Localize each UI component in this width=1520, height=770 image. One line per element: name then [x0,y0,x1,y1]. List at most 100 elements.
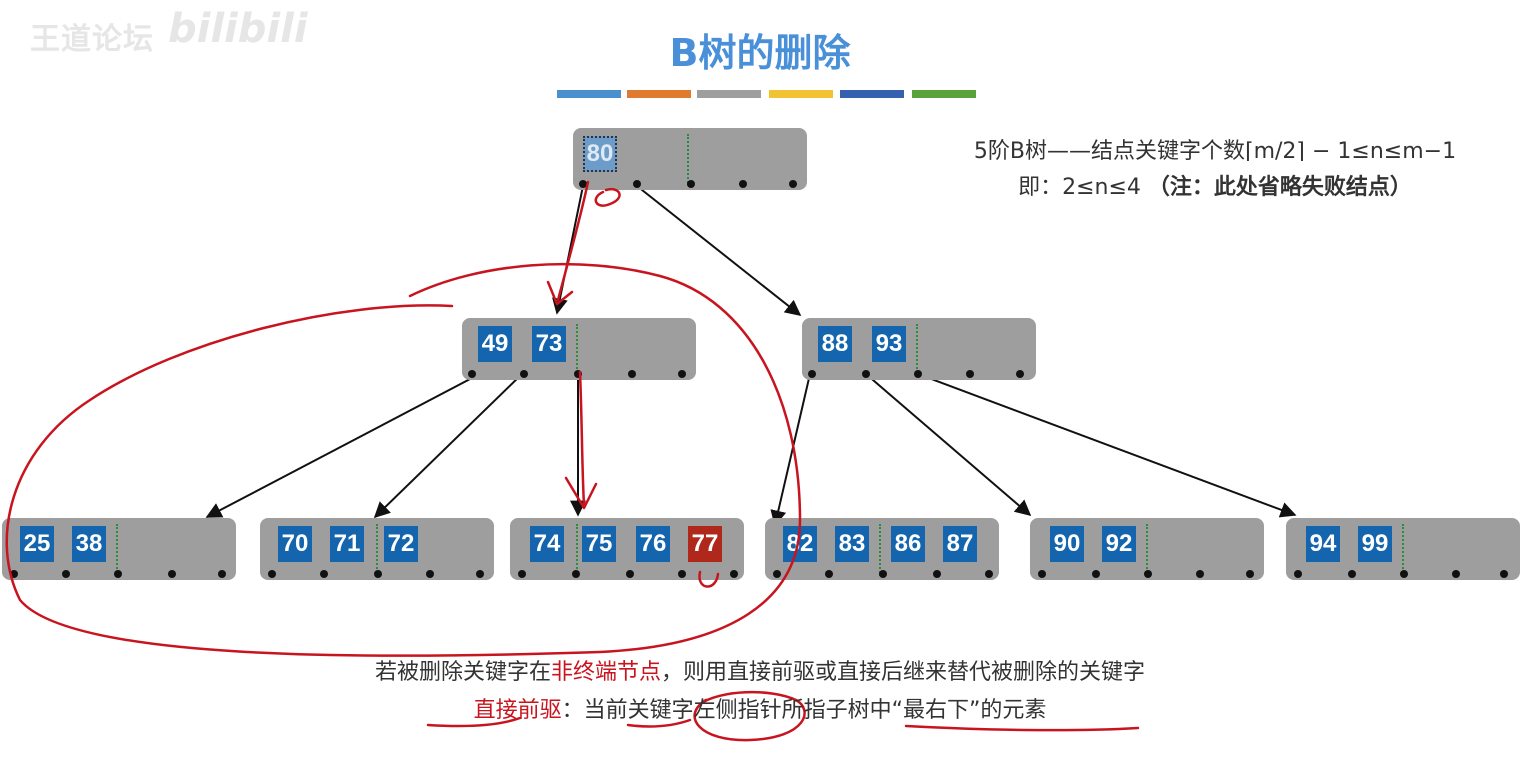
key[interactable]: 49 [478,326,512,362]
key[interactable]: 88 [818,326,852,362]
pointer-dot [1400,570,1408,578]
node-separator [687,134,689,186]
pointer-dot [574,370,582,378]
annotation-underline-3 [904,724,1140,732]
color-bar-segment [697,90,761,98]
annotation-subtree-loop [5,262,802,657]
root-node: 80 [573,128,807,190]
key[interactable]: 76 [636,526,670,562]
key[interactable]: 99 [1358,526,1392,562]
leaf-node-6: 94 99 [1286,518,1520,580]
caption-highlight: 非终端节点 [550,660,661,685]
key[interactable]: 72 [384,526,418,562]
annotation-arrow-down [564,370,598,510]
caption-line-1: 若被删除关键字在非终端节点，则用直接前驱或直接后继来替代被删除的关键字 [0,654,1520,686]
pointer-dot [268,570,276,578]
pointer-dot [10,570,18,578]
info-range-value: 即：2≤n≤4 [1018,175,1141,200]
node-separator [916,324,918,376]
edge-88-93 [865,373,1032,517]
pointer-dot [1500,570,1508,578]
pointer-dot [628,370,636,378]
pointer-dot [468,370,476,378]
annotation-pointer-circle [693,690,806,742]
key[interactable]: 86 [891,526,925,562]
color-bar-segment [557,90,621,98]
key[interactable]: 25 [20,526,54,562]
pointer-dot [518,570,526,578]
pointer-dot [879,570,887,578]
pointer-dot [626,570,634,578]
node-separator [879,524,881,576]
pointer-dot [687,180,695,188]
edge-49-left [205,377,473,518]
edge-49-73 [373,373,523,519]
leaf-node-4: 82 83 86 87 [765,518,999,580]
bilibili-logo: bilibili [168,6,308,52]
key[interactable]: 70 [278,526,312,562]
node-separator [376,524,378,576]
pointer-dot [825,570,833,578]
pointer-dot [789,180,797,188]
slide-title: B树的删除 [669,31,851,75]
key[interactable]: 74 [530,526,564,562]
pointer-dot [678,570,686,578]
pointer-dot [773,570,781,578]
pointer-dot [1092,570,1100,578]
pointer-dot [730,570,738,578]
node-separator [116,524,118,576]
edge-88-left [770,373,811,527]
caption-text: 若被删除关键字在 [374,660,551,685]
color-bar-segment [769,90,833,98]
pointer-dot [914,370,922,378]
caption-line-2: 直接前驱：当前关键字左侧指针所指子树中“最右下”的元素 [0,692,1520,724]
edge-root-right [636,185,802,316]
key[interactable]: 90 [1050,526,1084,562]
annotation-root-circle [594,187,621,207]
key[interactable]: 73 [532,326,566,362]
pointer-dot [476,570,484,578]
edge-93-right [917,373,1297,518]
pointer-dot [1452,570,1460,578]
key[interactable]: 83 [835,526,869,562]
pointer-dot [320,570,328,578]
key[interactable]: 94 [1306,526,1340,562]
node-separator [576,524,578,576]
pointer-dot [1016,370,1024,378]
color-bar-segment [627,90,691,98]
key[interactable]: 71 [330,526,364,562]
pointer-dot [985,570,993,578]
pointer-dot [426,570,434,578]
node-separator [576,324,578,376]
caption-text: ：当前关键字左侧指针所指子树中“最右下”的元素 [561,698,1047,723]
color-bar-segment [840,90,904,98]
key[interactable]: 92 [1102,526,1136,562]
pointer-dot [808,370,816,378]
leaf-node-1: 25 38 [2,518,236,580]
pointer-dot [62,570,70,578]
key[interactable]: 75 [582,526,616,562]
pointer-dot [1348,570,1356,578]
leaf-node-3: 74 75 76 77 [510,518,744,580]
pointer-dot [1246,570,1254,578]
color-bar-segment [912,90,976,98]
pointer-dot [739,180,747,188]
annotation-arrow-to-child [546,180,590,306]
pointer-dot [374,570,382,578]
key[interactable]: 38 [72,526,106,562]
key[interactable]: 87 [943,526,977,562]
pointer-dot [572,570,580,578]
key-highlighted[interactable]: 77 [688,526,722,562]
pointer-dot [1196,570,1204,578]
pointer-dot [218,570,226,578]
pointer-dot [114,570,122,578]
root-key[interactable]: 80 [583,136,617,172]
caption-text: ，则用直接前驱或直接后继来替代被删除的关键字 [661,660,1146,685]
pointer-dot [168,570,176,578]
node-separator [1402,524,1404,576]
key[interactable]: 93 [872,326,906,362]
annotation-underline-2 [626,718,692,728]
pointer-dot [1144,570,1152,578]
